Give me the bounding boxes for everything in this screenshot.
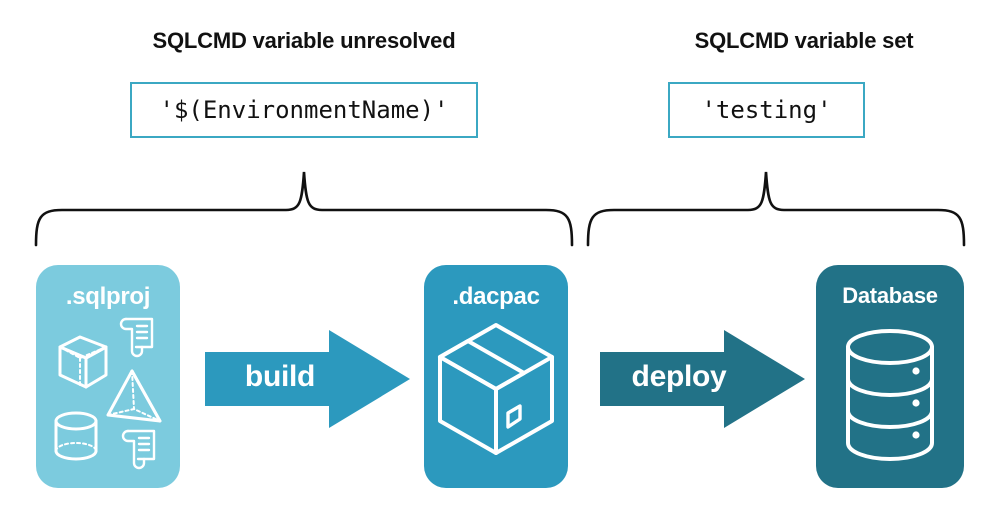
card-dacpac-title: .dacpac bbox=[452, 283, 540, 310]
dacpac-artwork bbox=[438, 323, 554, 455]
card-database[interactable]: Database bbox=[816, 265, 964, 488]
brace-left-icon bbox=[34, 171, 574, 247]
database-artwork bbox=[846, 329, 934, 461]
arrow-build-shape bbox=[205, 330, 410, 428]
cube-wireframe-icon bbox=[58, 335, 108, 389]
card-database-title: Database bbox=[842, 283, 938, 308]
code-box-testing-value: 'testing' bbox=[668, 82, 865, 138]
heading-sqlcmd-set: SQLCMD variable set bbox=[694, 28, 914, 53]
scroll-icon bbox=[121, 429, 156, 470]
card-sqlproj-title: .sqlproj bbox=[65, 283, 151, 310]
package-box-icon bbox=[438, 323, 554, 455]
pyramid-wireframe-icon bbox=[106, 369, 162, 423]
brace-group bbox=[34, 171, 966, 247]
scroll-icon bbox=[119, 317, 154, 358]
arrow-build[interactable] bbox=[205, 330, 410, 428]
heading-sqlcmd-unresolved: SQLCMD variable unresolved bbox=[152, 28, 456, 53]
code-box-environment-variable: '$(EnvironmentName)' bbox=[130, 82, 478, 138]
card-dacpac[interactable]: .dacpac bbox=[424, 265, 568, 488]
brace-right-icon bbox=[586, 171, 966, 247]
arrow-deploy[interactable] bbox=[600, 330, 805, 428]
sqlproj-artwork bbox=[54, 317, 162, 470]
database-cylinder-icon bbox=[846, 329, 934, 461]
arrow-deploy-shape bbox=[600, 330, 805, 428]
card-sqlproj[interactable]: .sqlproj bbox=[36, 265, 180, 488]
cylinder-wireframe-icon bbox=[54, 411, 98, 461]
